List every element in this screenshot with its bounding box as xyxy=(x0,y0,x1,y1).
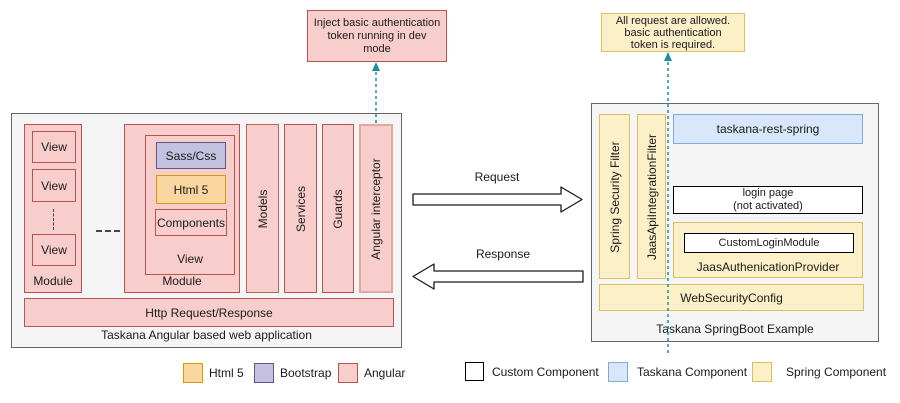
legend-label-angular: Angular xyxy=(364,366,406,380)
models-label: Models xyxy=(255,189,270,228)
auth-required-callout: All request are allowed. basic authentic… xyxy=(601,13,745,52)
legend-label-html5: Html 5 xyxy=(209,366,244,380)
request-arrow xyxy=(412,186,583,213)
login-page-line2: (not activated) xyxy=(733,200,803,212)
web-security-config-bar: WebSecurityConfig xyxy=(599,284,864,311)
login-page-box: login page (not activated) xyxy=(673,186,863,214)
spring-security-filter-bar: Spring Security Filter xyxy=(599,114,630,279)
module-label: Module xyxy=(33,274,73,288)
jaas-api-integration-filter-bar: JaasApiIntegrationFilter xyxy=(637,114,666,279)
legend-swatch-bootstrap xyxy=(254,363,274,383)
guards-bar: Guards xyxy=(322,124,354,293)
html5-box: Html 5 xyxy=(156,175,226,204)
angular-app-title: Taskana Angular based web application xyxy=(101,328,312,342)
view-box: View xyxy=(32,169,76,202)
dev-mode-callout: Inject basic authentication token runnin… xyxy=(307,10,447,62)
sass-css-label: Sass/Css xyxy=(165,148,217,163)
dev-mode-callout-line1: Inject basic authentication xyxy=(313,16,441,29)
auth-callout-line1: All request are allowed. xyxy=(615,14,731,27)
login-page-line1: login page xyxy=(742,187,794,199)
view-container: Sass/Css Html 5 Components View xyxy=(145,135,235,275)
legend-label-custom: Custom Component xyxy=(492,365,599,379)
taskana-rest-spring-label: taskana-rest-spring xyxy=(716,122,820,136)
angular-module-2: Sass/Css Html 5 Components View Module xyxy=(124,124,240,293)
http-request-response-bar: Http Request/Response xyxy=(24,298,394,327)
module-label: Module xyxy=(162,274,202,288)
legend-swatch-html5 xyxy=(183,363,203,383)
dev-mode-callout-line3: mode xyxy=(363,42,391,55)
components-box: Components xyxy=(155,209,227,236)
models-bar: Models xyxy=(246,124,279,293)
angular-interceptor-label: Angular interceptor xyxy=(369,157,383,260)
view-box: View xyxy=(32,234,76,266)
auth-callout-line3: token is required. xyxy=(630,38,716,51)
auth-callout-line2: basic authentication xyxy=(624,26,722,39)
horizontal-ellipsis-dashes xyxy=(96,230,120,232)
components-label: Components xyxy=(156,215,226,230)
services-bar: Services xyxy=(284,124,317,293)
response-arrow xyxy=(412,263,584,290)
angular-module-1: View View View Module xyxy=(24,124,82,293)
jaas-authentication-provider-label: JaasAuthenicationProvider xyxy=(696,260,840,274)
springboot-container: Spring Security Filter JaasApiIntegratio… xyxy=(591,103,879,342)
view-label: View xyxy=(177,252,203,266)
web-security-config-label: WebSecurityConfig xyxy=(680,290,783,305)
legend-swatch-spring xyxy=(752,362,772,382)
legend-label-spring: Spring Component xyxy=(786,365,887,379)
angular-interceptor-bar: Angular interceptor xyxy=(359,124,393,293)
view-label: View xyxy=(41,178,67,193)
dev-mode-callout-line2: token running in dev xyxy=(327,29,427,42)
legend-label-taskana: Taskana Component xyxy=(637,365,748,379)
spring-security-filter-label: Spring Security Filter xyxy=(607,140,622,253)
view-box: View xyxy=(32,131,76,163)
html5-label: Html 5 xyxy=(173,182,209,197)
right-callout-connector-arrow xyxy=(664,52,672,353)
jaas-api-integration-filter-label: JaasApiIntegrationFilter xyxy=(644,133,659,260)
request-label: Request xyxy=(474,170,520,184)
vertical-ellipsis-dashes xyxy=(53,209,54,230)
view-label: View xyxy=(41,140,67,154)
services-label: Services xyxy=(293,185,308,232)
view-label: View xyxy=(41,243,67,257)
sass-css-box: Sass/Css xyxy=(156,142,226,169)
legend-swatch-custom xyxy=(465,362,484,381)
response-label: Response xyxy=(475,247,531,261)
custom-login-module-box: CustomLoginModule xyxy=(684,233,854,253)
http-bar-label: Http Request/Response xyxy=(145,305,273,320)
guards-label: Guards xyxy=(331,188,345,229)
legend-swatch-taskana xyxy=(608,362,628,382)
legend-swatch-angular xyxy=(338,363,358,383)
custom-login-module-label: CustomLoginModule xyxy=(718,236,820,249)
taskana-rest-spring-box: taskana-rest-spring xyxy=(673,114,863,144)
legend-label-bootstrap: Bootstrap xyxy=(280,366,332,380)
left-callout-connector-arrow xyxy=(372,62,380,123)
angular-app-container: View View View Module Sass/Css Html 5 xyxy=(11,113,402,348)
jaas-authentication-provider-box: CustomLoginModule JaasAuthenicationProvi… xyxy=(673,222,863,278)
springboot-title: Taskana SpringBoot Example xyxy=(656,322,814,336)
